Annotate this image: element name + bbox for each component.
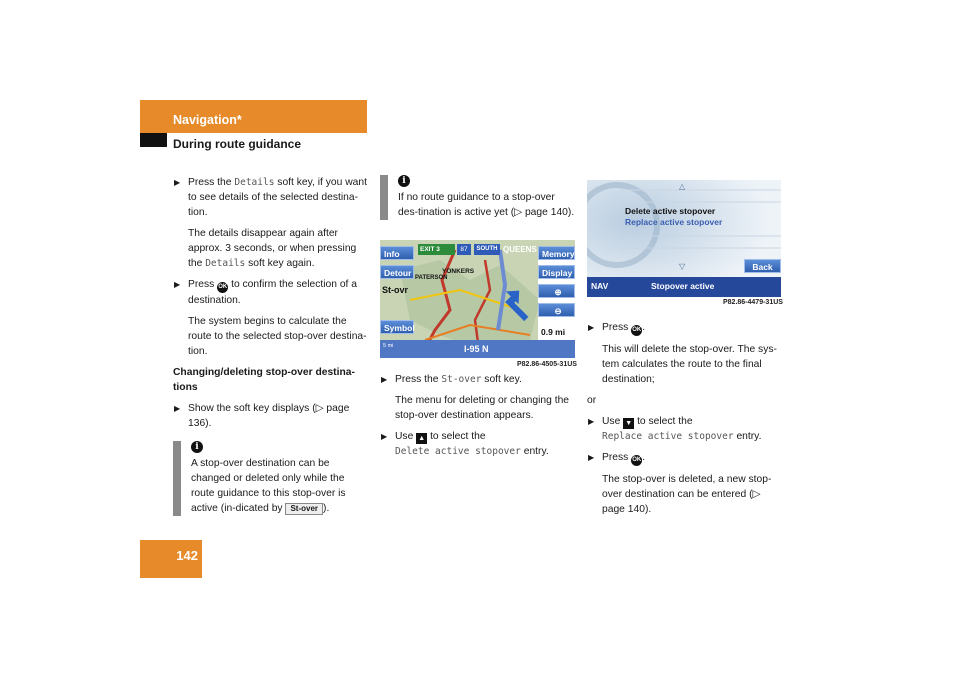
step-arrow-icon: ▶ xyxy=(174,404,181,413)
info-bar xyxy=(173,441,181,516)
nav-map-screen: Info Detour Symbol Memory Display ⊕ ⊖ EX… xyxy=(380,240,575,358)
distance-readout: 0.9 mi xyxy=(541,327,566,337)
step-press-ok-replace: ▶ Press OK. xyxy=(587,450,782,466)
display-softkey[interactable]: Display xyxy=(538,265,575,279)
step-show-soft-keys: ▶ Show the soft key displays (▷ page 136… xyxy=(174,403,350,429)
back-softkey[interactable]: Back xyxy=(744,259,781,273)
step-arrow-icon: ▶ xyxy=(174,178,181,187)
menu-item-delete[interactable]: Delete active stopover xyxy=(625,206,716,216)
place-queens: QUEENS xyxy=(503,245,537,254)
step-arrow-icon: ▶ xyxy=(381,375,388,384)
step-press-ok-delete: ▶ Press OK. xyxy=(587,320,782,336)
nav-menu-screen: △ Delete active stopover Replace active … xyxy=(587,180,781,297)
details-note: The details disappear again after approx… xyxy=(188,228,357,269)
delete-note: This will delete the stop-over. The sys-… xyxy=(602,344,777,385)
section-subtitle: During route guidance xyxy=(173,137,302,151)
step-select-delete: ▶ Use ▲ to select the Delete active stop… xyxy=(381,431,549,457)
header-tab xyxy=(140,133,167,147)
page-number-box xyxy=(140,540,202,578)
step-press-stover: ▶ Press the St-over soft key. xyxy=(381,374,522,385)
replace-stopover-entry: Replace active stopover xyxy=(602,431,734,442)
calculate-note: The system begins to calculate the route… xyxy=(188,316,367,357)
info-icon: i xyxy=(191,441,203,453)
figure-caption: P82.86-4505-31US xyxy=(517,361,577,368)
exit-sign: EXIT 3 xyxy=(418,244,455,255)
map-scale: 5 mi xyxy=(383,343,394,349)
menu-appears-note: The menu for deleting or changing the st… xyxy=(395,395,570,421)
screen-background xyxy=(587,180,781,297)
column-2-info: i If no route guidance to a stop-over de… xyxy=(380,175,575,220)
direction-sign: SOUTH xyxy=(474,244,500,255)
step-arrow-icon: ▶ xyxy=(381,432,388,441)
place-yonkers: YONKERS xyxy=(442,268,475,275)
column-3: ▶ Press OK. This will delete the stop-ov… xyxy=(587,320,782,523)
figure-caption: P82.86-4479-31US xyxy=(723,299,783,306)
menu-item-replace[interactable]: Replace active stopover xyxy=(625,217,723,227)
road-name: I-95 N xyxy=(464,344,489,354)
memory-softkey[interactable]: Memory xyxy=(538,246,575,260)
step-press-ok: ▶ Press OK to confirm the selection of a… xyxy=(174,279,357,306)
column-2-steps: ▶ Press the St-over soft key. The menu f… xyxy=(380,372,575,465)
header-bar xyxy=(140,100,367,133)
stover-map-label: St-ovr xyxy=(382,285,409,295)
step-arrow-icon: ▶ xyxy=(588,323,595,332)
step-select-replace: ▶ Use ▼ to select the Replace active sto… xyxy=(588,416,762,442)
details-key: Details xyxy=(205,258,246,269)
symbol-softkey[interactable]: Symbol xyxy=(380,320,415,334)
nav-label: NAV xyxy=(591,281,609,291)
zoom-out-softkey[interactable]: ⊖ xyxy=(538,303,575,317)
status-label: Stopover active xyxy=(651,281,715,291)
stover-key: St-over xyxy=(441,374,482,385)
down-arrow-key-icon: ▼ xyxy=(623,418,635,429)
route-shield: 87 xyxy=(457,244,471,255)
info-icon: i xyxy=(398,175,410,187)
delete-stopover-entry: Delete active stopover xyxy=(395,446,521,457)
zoom-in-softkey[interactable]: ⊕ xyxy=(538,284,575,298)
detour-softkey[interactable]: Detour xyxy=(380,265,414,279)
stover-badge: St-over xyxy=(285,503,324,515)
info-bar xyxy=(380,175,388,220)
replace-note: The stop-over is deleted, a new stop-ove… xyxy=(602,474,772,515)
info-box: i If no route guidance to a stop-over de… xyxy=(380,175,575,220)
ok-button-icon: OK xyxy=(631,325,643,336)
ok-button-icon: OK xyxy=(631,455,643,466)
scroll-up-icon[interactable]: △ xyxy=(679,182,686,191)
place-paterson: PATERSON xyxy=(415,275,448,281)
step-arrow-icon: ▶ xyxy=(174,280,181,289)
details-key: Details xyxy=(234,177,275,188)
info-softkey[interactable]: Info xyxy=(380,246,414,260)
column-1: ▶ Press the Details soft key, if you wan… xyxy=(173,175,368,516)
section-title: Navigation* xyxy=(173,113,242,127)
scroll-down-icon[interactable]: ▽ xyxy=(679,262,686,271)
ok-button-icon: OK xyxy=(217,282,229,293)
section-heading: Changing/deleting stop-over destina-tion… xyxy=(173,367,355,393)
step-press-details: ▶ Press the Details soft key, if you wan… xyxy=(174,177,367,218)
step-arrow-icon: ▶ xyxy=(588,453,595,462)
info-box: i A stop-over destination can be changed… xyxy=(173,441,368,516)
up-arrow-key-icon: ▲ xyxy=(416,433,428,444)
step-arrow-icon: ▶ xyxy=(588,417,595,426)
page-number: 142 xyxy=(176,548,198,563)
or-separator: or xyxy=(587,395,597,406)
